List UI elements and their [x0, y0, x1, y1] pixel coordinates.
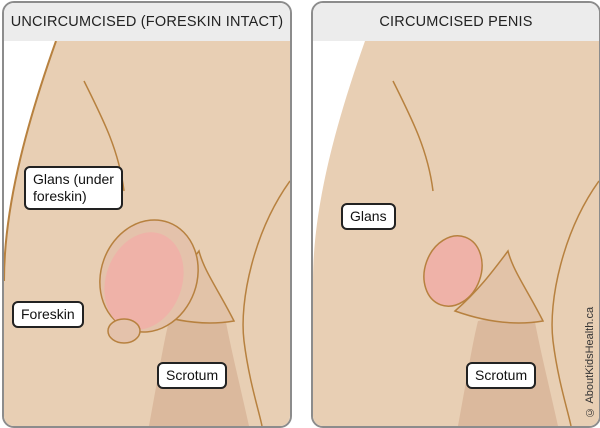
- scrotum-label: Scrotum: [157, 362, 228, 389]
- uncircumcised-panel: UNCIRCUMCISED (FORESKIN INTACT) Glans (u…: [2, 1, 292, 428]
- glans-label: Glans: [341, 203, 396, 230]
- glans-label: Glans (under foreskin): [24, 166, 123, 210]
- foreskin-label: Foreskin: [12, 301, 84, 328]
- scrotum-label: Scrotum: [466, 362, 537, 389]
- circumcised-illustration: [313, 41, 599, 426]
- panel-title: CIRCUMCISED PENIS: [313, 3, 599, 41]
- watermark: © AboutKidsHealth.ca: [584, 306, 596, 418]
- circumcised-panel: CIRCUMCISED PENIS Glans Scrotum: [311, 1, 600, 428]
- uncircumcised-illustration: [4, 41, 290, 426]
- panel-title: UNCIRCUMCISED (FORESKIN INTACT): [4, 3, 290, 41]
